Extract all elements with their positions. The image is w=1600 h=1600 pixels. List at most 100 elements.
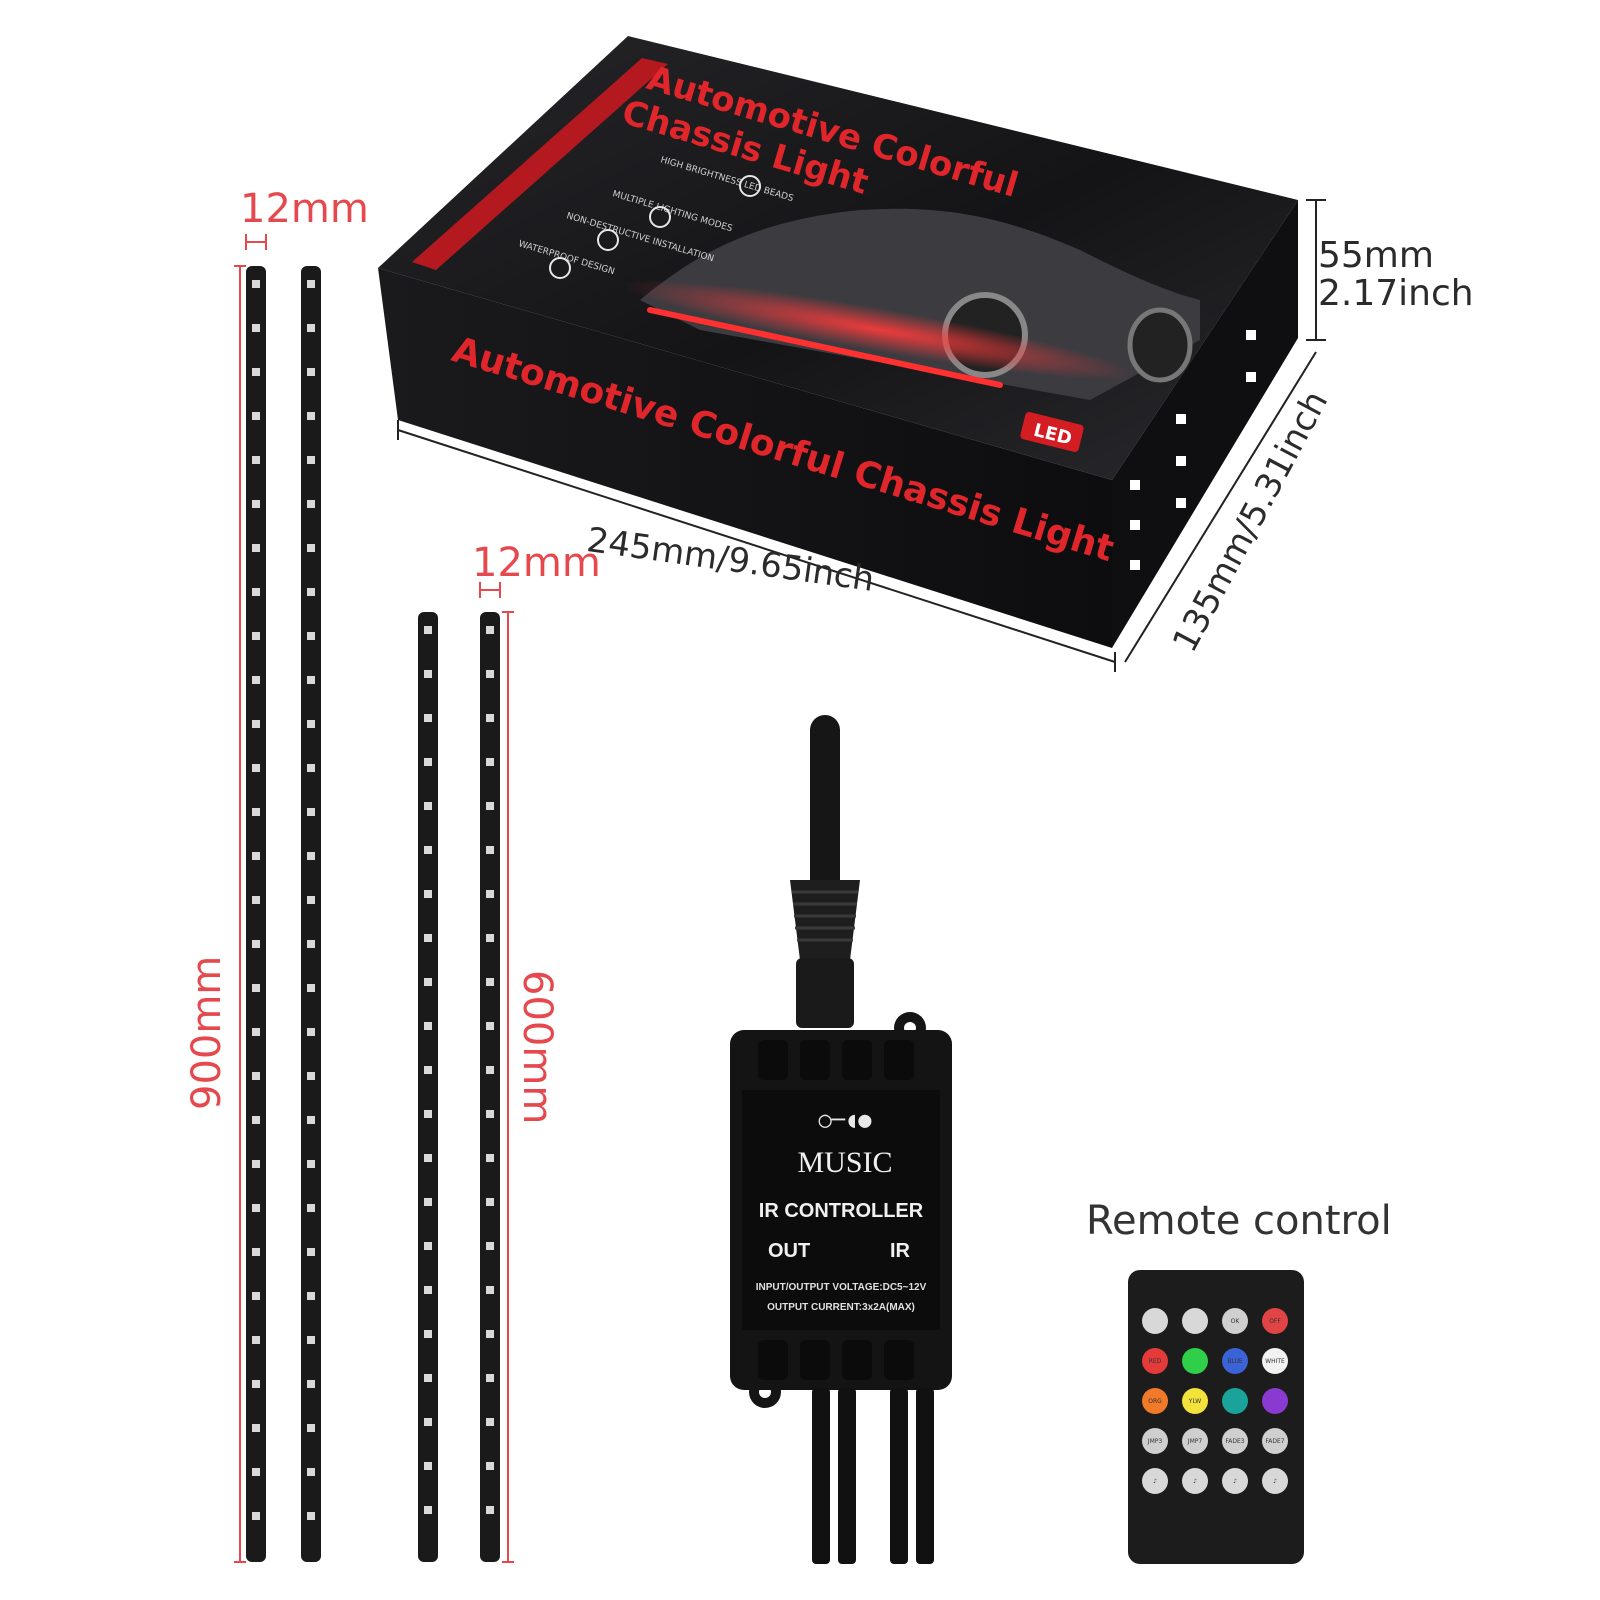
led-bead — [252, 720, 260, 728]
led-bead — [252, 1336, 260, 1344]
remote-control: OK OFF RED BLUE WHITE ORG YLW JMP3 JMP7 FADE3 FADE… — [1128, 1270, 1304, 1564]
remote-button[interactable]: YLW — [1182, 1388, 1208, 1414]
led-badge: LED — [1020, 412, 1084, 452]
led-bead — [424, 1066, 432, 1074]
led-bead — [307, 1072, 315, 1080]
led-bead — [424, 1462, 432, 1470]
led-bead — [307, 896, 315, 904]
box-side-face — [1112, 200, 1298, 648]
led-bead — [252, 1468, 260, 1476]
led-bead — [486, 1330, 494, 1338]
remote-button[interactable]: BLUE — [1222, 1348, 1248, 1374]
led-bead — [307, 632, 315, 640]
box-side-checklist — [1130, 330, 1256, 570]
led-bead — [424, 758, 432, 766]
led-bead — [307, 1160, 315, 1168]
remote-button[interactable] — [1182, 1348, 1208, 1374]
remote-button[interactable]: RED — [1142, 1348, 1168, 1374]
car-illustration — [623, 208, 1200, 400]
remote-button[interactable] — [1262, 1388, 1288, 1414]
led-bead — [252, 368, 260, 376]
remote-button[interactable]: ♪ — [1182, 1468, 1208, 1494]
remote-button[interactable]: WHITE — [1262, 1348, 1288, 1374]
led-bead — [424, 1242, 432, 1250]
remote-button[interactable]: OFF — [1262, 1308, 1288, 1334]
strip-dimension-lines — [234, 234, 514, 1563]
remote-button[interactable]: ORG — [1142, 1388, 1168, 1414]
led-bead — [252, 544, 260, 552]
remote-button[interactable] — [1142, 1308, 1168, 1334]
led-bead — [307, 1380, 315, 1388]
led-bead — [307, 1512, 315, 1520]
led-bead — [252, 1380, 260, 1388]
box-front-face — [378, 268, 1112, 648]
box-height-mm: 55mm — [1318, 235, 1434, 276]
led-bead — [252, 1072, 260, 1080]
led-bead — [424, 1286, 432, 1294]
remote-button[interactable]: FADE7 — [1262, 1428, 1288, 1454]
controller-output-cables — [812, 1388, 934, 1564]
led-bead — [307, 1248, 315, 1256]
led-bead — [252, 412, 260, 420]
led-bead — [307, 1204, 315, 1212]
remote-button[interactable] — [1182, 1308, 1208, 1334]
led-bead — [486, 1506, 494, 1514]
remote-button[interactable]: ♪ — [1222, 1468, 1248, 1494]
controller-ir-label: IR — [890, 1240, 910, 1262]
led-bead — [424, 1330, 432, 1338]
led-bead — [252, 632, 260, 640]
led-bead — [307, 940, 315, 948]
led-bead — [486, 802, 494, 810]
led-bead — [486, 670, 494, 678]
box-red-stripe — [412, 58, 668, 270]
controller-connector — [790, 880, 860, 1028]
remote-button[interactable]: FADE3 — [1222, 1428, 1248, 1454]
led-bead — [252, 940, 260, 948]
led-bead — [486, 934, 494, 942]
led-bead — [307, 676, 315, 684]
led-bead — [424, 1506, 432, 1514]
led-bead — [252, 852, 260, 860]
led-bead — [307, 984, 315, 992]
remote-button-grid: OK OFF RED BLUE WHITE ORG YLW JMP3 JMP7 FADE3 FADE… — [1142, 1308, 1290, 1494]
power-symbol: ○─◖● — [818, 1108, 872, 1133]
remote-button[interactable]: ♪ — [1142, 1468, 1168, 1494]
remote-button[interactable]: JMP7 — [1182, 1428, 1208, 1454]
led-bead — [307, 456, 315, 464]
strip-short-1 — [418, 612, 438, 1562]
box-dimension-lines — [397, 199, 1326, 672]
led-bead — [424, 1022, 432, 1030]
led-bead — [424, 626, 432, 634]
led-bead — [307, 720, 315, 728]
led-bead — [486, 1198, 494, 1206]
controller-spec-current: OUTPUT CURRENT:3x2A(MAX) — [767, 1302, 915, 1313]
led-bead — [424, 1154, 432, 1162]
led-bead — [307, 500, 315, 508]
remote-button[interactable]: OK — [1222, 1308, 1248, 1334]
remote-button[interactable]: JMP3 — [1142, 1428, 1168, 1454]
controller-out-label: OUT — [768, 1240, 811, 1262]
controller-music-label: MUSIC — [797, 1146, 893, 1179]
led-bead — [486, 626, 494, 634]
led-bead — [486, 1022, 494, 1030]
box-height-inch: 2.17inch — [1318, 273, 1474, 314]
remote-button[interactable]: ♪ — [1262, 1468, 1288, 1494]
led-bead — [307, 588, 315, 596]
strip-short-width-label: 12mm — [472, 540, 601, 586]
led-bead — [424, 1374, 432, 1382]
led-bead — [486, 1374, 494, 1382]
led-bead — [252, 1292, 260, 1300]
led-bead — [486, 758, 494, 766]
strip-long-1 — [246, 266, 266, 1562]
remote-button[interactable] — [1222, 1388, 1248, 1414]
led-bead — [252, 1248, 260, 1256]
led-bead — [486, 1066, 494, 1074]
strip-led-beads — [252, 280, 494, 1520]
box-feature-icons — [549, 175, 761, 279]
led-bead — [486, 1286, 494, 1294]
led-bead — [486, 890, 494, 898]
led-bead — [424, 802, 432, 810]
led-bead — [486, 1110, 494, 1118]
